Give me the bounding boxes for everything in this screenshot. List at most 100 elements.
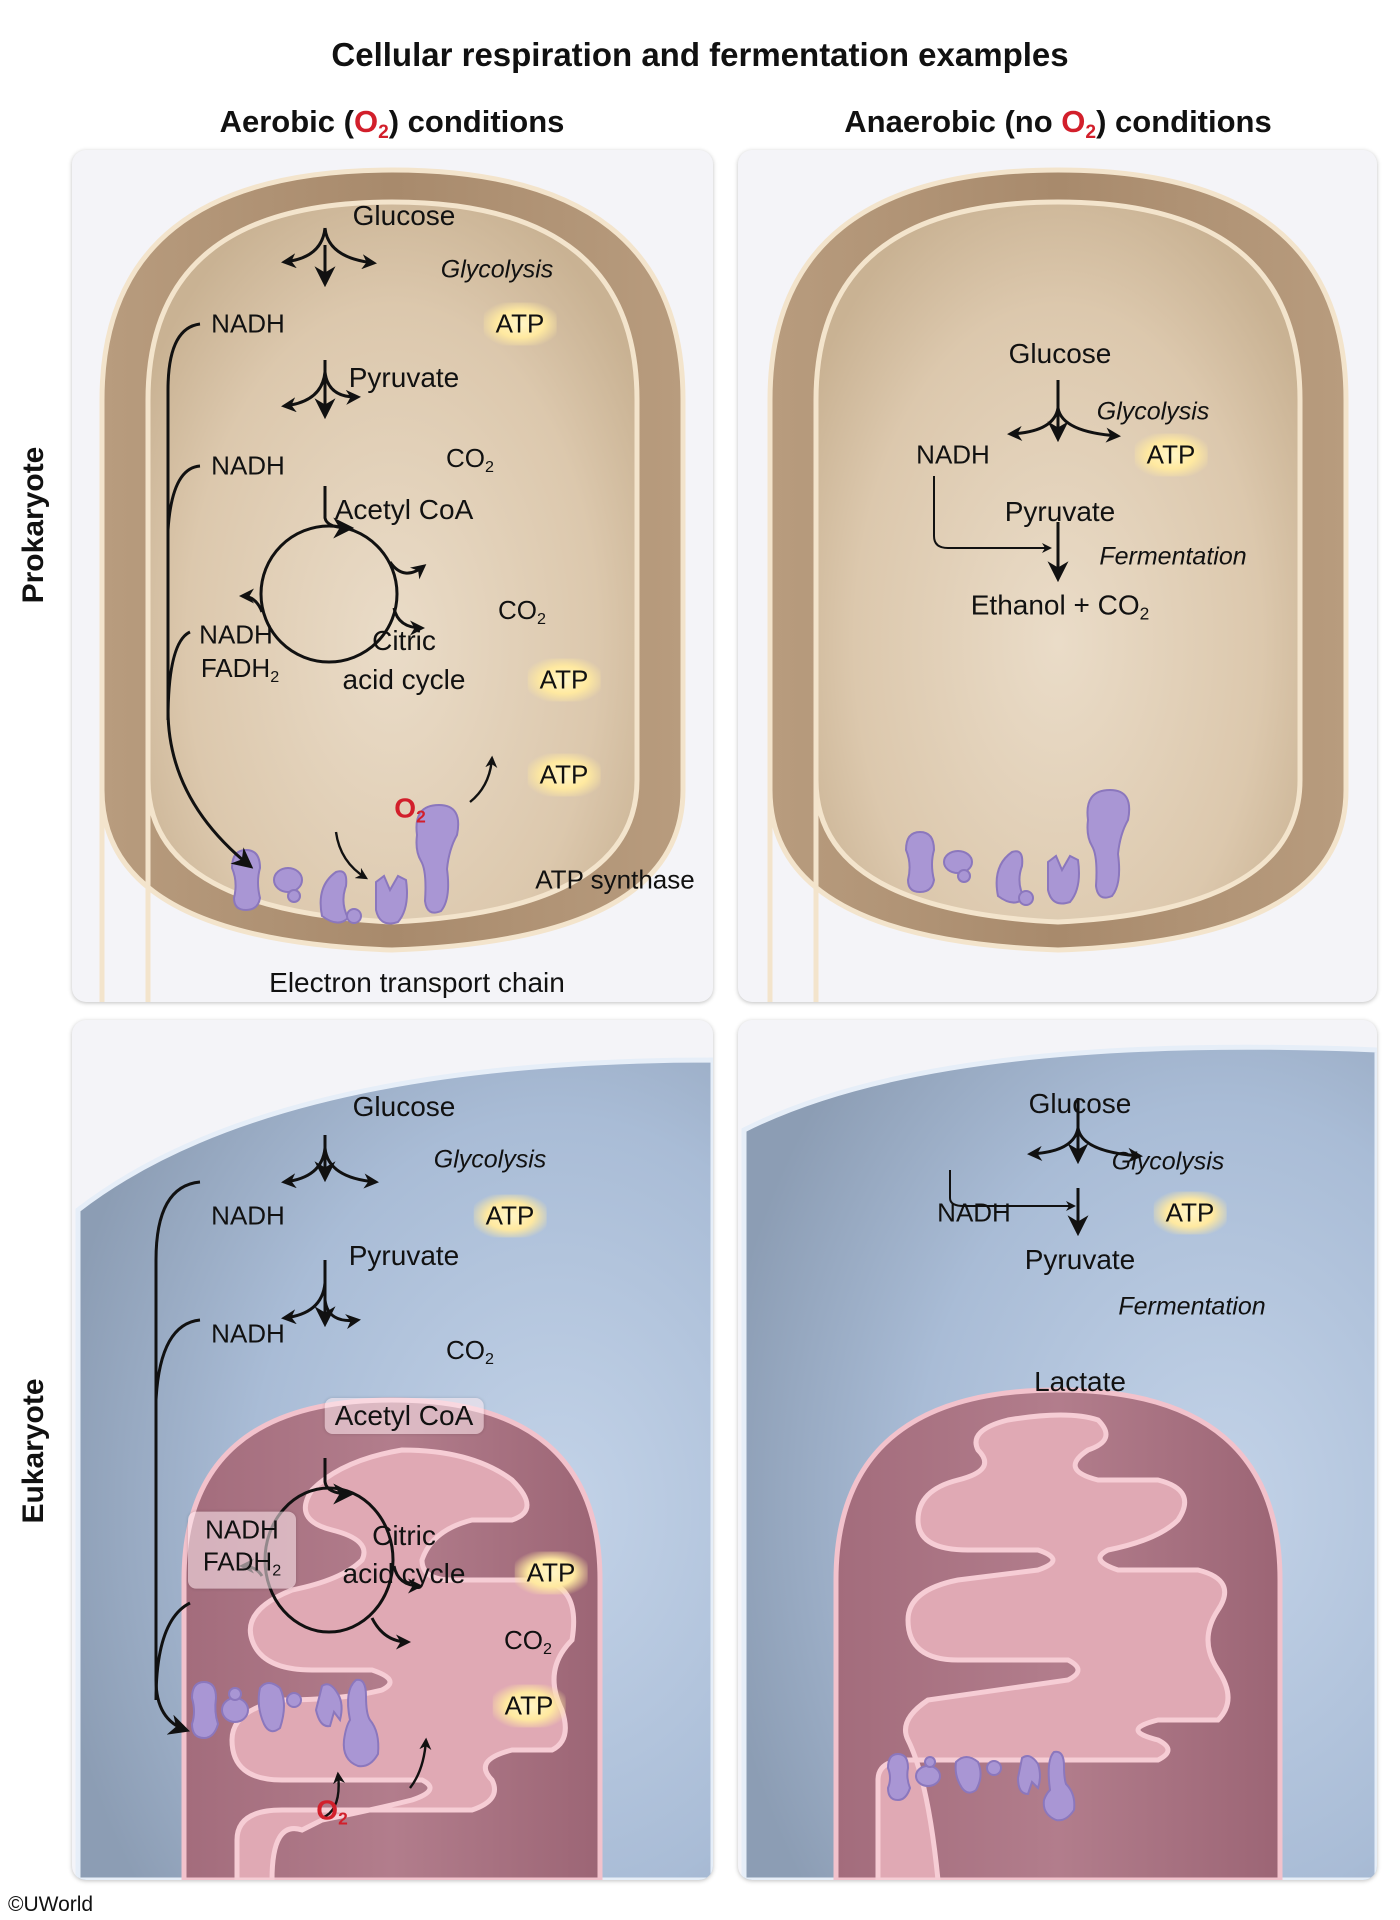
cristae	[875, 1412, 1231, 1880]
panel-prokaryote-aerobic: Glucose Glycolysis NADH ATP Pyruvate NAD…	[72, 150, 713, 1002]
label-acetyl-coa: Acetyl CoA	[334, 494, 474, 525]
panel-eukaryote-aerobic: Glucose Glycolysis NADH ATP Pyruvate NAD…	[72, 1020, 713, 1880]
arrow-atp-synthase-to-atp	[469, 755, 498, 803]
protein-complex-1	[904, 830, 936, 894]
o2-sub: 2	[378, 121, 389, 143]
protein-complex-4	[1047, 854, 1080, 905]
cytochrome-c	[1018, 890, 1034, 906]
co2-main: CO	[446, 1335, 486, 1366]
etc-proteins	[230, 803, 460, 925]
arrow-o2-to-etc	[321, 1771, 346, 1820]
etc-proteins	[886, 1750, 1076, 1822]
atp-synthase-protein	[342, 1678, 380, 1768]
cytochrome-c	[346, 908, 362, 924]
o2-main: O	[394, 792, 417, 824]
co2-sub: 2	[485, 457, 494, 476]
co2-main: CO	[446, 443, 486, 474]
fadh2-sub: 2	[272, 1561, 282, 1580]
arrow-nadh2-join	[154, 1318, 201, 1401]
label-co2-2: CO2	[498, 595, 546, 629]
label-co2-2: CO2	[504, 1625, 552, 1659]
label-glycolysis: Glycolysis	[440, 255, 554, 284]
anaerobic-prefix: Anaerobic (no	[844, 104, 1062, 139]
label-lactate: Lactate	[1034, 1366, 1126, 1397]
arrow-nadh-to-fermentation	[933, 476, 1052, 553]
arrow-to-atp1	[323, 1147, 379, 1189]
badge-atp-3: ATP	[492, 1684, 566, 1728]
arrow-to-atp2	[392, 1565, 423, 1594]
fadh2-sub: 2	[270, 667, 280, 686]
arrow-acetylcoa-cycle	[323, 1458, 355, 1505]
label-acetyl-coa: Acetyl CoA	[324, 1398, 484, 1434]
atp-synthase-protein	[415, 803, 460, 914]
arrow-o2-to-etc	[334, 831, 369, 880]
badge-atp-2: ATP	[514, 1551, 588, 1595]
protein-complex-2	[273, 867, 303, 893]
product-main: Ethanol + CO	[970, 589, 1140, 621]
arrow-to-co2-1	[323, 371, 361, 405]
label-nadh-2: NADH	[211, 1318, 285, 1349]
cytochrome-c	[286, 1692, 302, 1708]
co2-sub: 2	[543, 1639, 552, 1658]
crista-1	[875, 1412, 1231, 1880]
label-nadh: NADH	[916, 439, 990, 470]
label-ethanol-co2: Ethanol + CO2	[971, 589, 1150, 624]
label-glycolysis: Glycolysis	[1111, 1147, 1225, 1176]
atp-synthase-protein	[1086, 788, 1131, 899]
badge-atp: ATP	[1153, 1191, 1227, 1235]
protein-complex-1	[886, 1752, 912, 1802]
arrow-to-co2-2	[370, 1617, 411, 1650]
label-o2: O2	[394, 792, 425, 827]
label-co2-1: CO2	[446, 443, 494, 477]
protein-complex-1	[190, 1680, 220, 1740]
label-nadh: NADH	[937, 1197, 1011, 1228]
citric-acid-cycle-ring	[259, 524, 399, 664]
arrow-to-atp1	[323, 227, 377, 270]
arrow-to-nadh	[1007, 407, 1060, 441]
panel-prokaryote-anaerobic: Glucose Glycolysis NADH ATP Pyruvate Fer…	[738, 150, 1377, 1002]
label-glucose: Glucose	[352, 1091, 456, 1122]
arrow-to-fadh2	[239, 588, 264, 613]
label-cycle-line-1: Citric	[372, 1520, 436, 1551]
column-header-anaerobic: Anaerobic (no O2) conditions	[738, 104, 1378, 144]
anaerobic-suffix: ) conditions	[1096, 104, 1272, 139]
co2-sub: 2	[537, 609, 546, 628]
arrow-to-atp2	[392, 607, 425, 636]
o2-main: O	[353, 104, 379, 139]
arrow-fadh2-join	[154, 1601, 191, 1701]
arrow-to-co2-2	[388, 561, 427, 580]
aerobic-suffix: ) conditions	[388, 104, 565, 139]
o2-main: O	[1061, 104, 1086, 139]
figure-title: Cellular respiration and fermentation ex…	[331, 36, 1069, 73]
badge-atp-2: ATP	[527, 658, 601, 702]
protein-complex-2	[221, 1697, 249, 1723]
label-nadh-1: NADH	[211, 1200, 285, 1231]
row-label-prokaryote: Prokaryote	[17, 446, 50, 604]
badge-atp-3: ATP	[527, 753, 601, 797]
o2-sub: 2	[1085, 121, 1097, 143]
label-fermentation: Fermentation	[1118, 1292, 1266, 1321]
aerobic-prefix: Aerobic (	[219, 104, 354, 139]
protein-complex-4	[375, 874, 408, 925]
label-electron-transport-chain: Electron transport chain	[269, 967, 565, 998]
label-nadh-3: NADH	[199, 619, 273, 650]
label-cycle-line-2: acid cycle	[342, 664, 466, 695]
o2-sub: 2	[416, 806, 426, 827]
cytochrome-c	[986, 1760, 1002, 1776]
label-co2-1: CO2	[446, 1335, 494, 1369]
etc-proteins	[904, 788, 1131, 906]
label-nadh-1: NADH	[211, 308, 285, 339]
arrow-nadh2-join	[166, 464, 201, 531]
protein-complex-2	[915, 1765, 941, 1787]
label-glucose: Glucose	[1008, 338, 1112, 369]
etc-proteins	[190, 1678, 380, 1768]
row-label-eukaryote: Eukaryote	[17, 1378, 50, 1524]
co2-main: CO	[504, 1625, 544, 1656]
arrow-to-atp	[1056, 407, 1121, 443]
arrow-to-nadh2	[281, 1282, 327, 1325]
protein-complex-3	[995, 850, 1026, 904]
protein-complex-1	[230, 848, 262, 912]
protein-complex-2	[943, 850, 973, 874]
label-pyruvate: Pyruvate	[1004, 496, 1116, 527]
cell-membrane-inner	[813, 199, 1303, 1002]
